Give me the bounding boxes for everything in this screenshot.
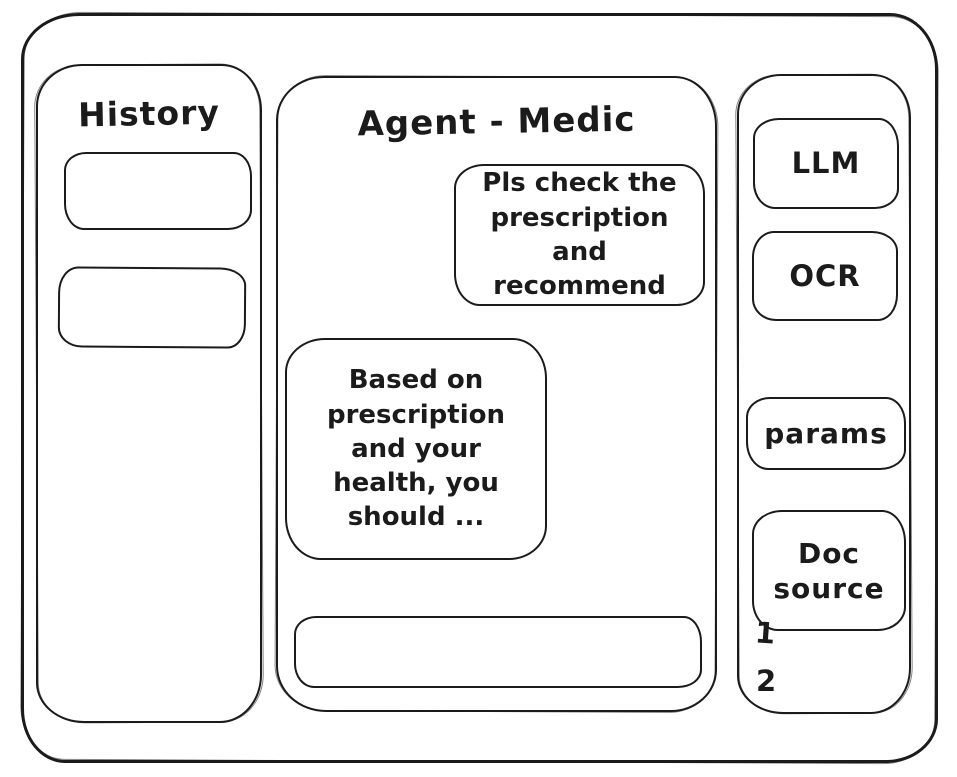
chat-input[interactable] — [294, 616, 702, 688]
ocr-button[interactable]: OCR — [752, 231, 898, 321]
doc-source-button[interactable]: Doc source — [752, 510, 906, 631]
params-button[interactable]: params — [746, 397, 906, 470]
doc-source-item-1[interactable]: 1 — [753, 615, 777, 651]
agent-message-bubble: Based on prescription and your health, y… — [285, 338, 547, 560]
tools-sidebar: LLM OCR params Doc source 1 2 — [737, 74, 911, 714]
chat-panel: Agent - Medic Pls check the prescription… — [276, 76, 717, 712]
chat-title: Agent - Medic — [357, 99, 636, 145]
history-item[interactable] — [64, 152, 252, 230]
history-sidebar: History — [36, 64, 262, 723]
doc-source-item-2[interactable]: 2 — [756, 664, 777, 698]
history-title: History — [77, 92, 221, 135]
user-message-bubble: Pls check the prescription and recommend — [454, 164, 705, 306]
llm-button[interactable]: LLM — [753, 118, 899, 209]
history-item[interactable] — [57, 266, 247, 349]
